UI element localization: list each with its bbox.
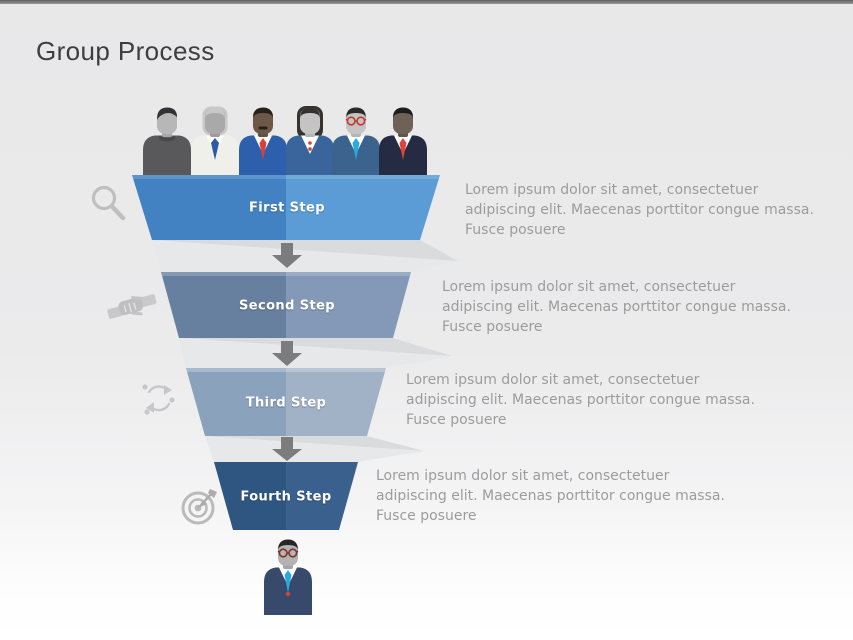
red-glasses-icon <box>345 116 367 126</box>
handshake-icon <box>107 294 157 319</box>
target-icon <box>181 489 217 525</box>
slide-title: Group Process <box>36 36 215 66</box>
person-senior-man-white-coat <box>191 106 239 183</box>
down-arrow-2 <box>272 341 302 366</box>
people-row <box>143 106 427 183</box>
fold-1 <box>152 240 458 272</box>
person-man-red-glasses-cyan-tie <box>332 107 380 183</box>
step-3-description: Lorem ipsum dolor sit amet, consectetuer… <box>406 372 755 428</box>
step-2-label: Second Step <box>238 298 336 314</box>
step-1-description: Lorem ipsum dolor sit amet, consectetuer… <box>465 182 814 238</box>
step-2-description: Lorem ipsum dolor sit amet, consectetuer… <box>442 279 791 335</box>
step-4-description: Lorem ipsum dolor sit amet, consectetuer… <box>376 468 725 524</box>
funnel-step-3 <box>186 368 386 436</box>
glasses-icon <box>277 548 299 558</box>
step-3-label: Third Step <box>245 395 327 411</box>
window-top-edge <box>0 0 853 4</box>
cycle-arrows-icon <box>142 384 175 415</box>
person-man-gray-sweater <box>143 107 191 183</box>
fold-2 <box>179 338 452 368</box>
person-bottom-man-glasses <box>264 539 312 615</box>
step-4-label: Fourth Step <box>240 489 332 505</box>
magnifier-icon <box>91 185 126 221</box>
ribbon-folds <box>152 240 458 462</box>
step-1-label: First Step <box>249 200 325 216</box>
funnel-step-4 <box>214 462 358 530</box>
down-arrow-1 <box>272 243 302 268</box>
arrows <box>272 243 302 461</box>
person-man-navy-suit-red-tie <box>379 107 427 183</box>
down-arrow-3 <box>272 437 302 461</box>
person-man-blue-suit-red-tie <box>239 107 287 183</box>
funnel-step-1 <box>132 175 440 240</box>
person-woman-blue-suit <box>286 106 334 183</box>
funnel-step-2 <box>161 272 411 338</box>
fold-3 <box>205 436 424 462</box>
